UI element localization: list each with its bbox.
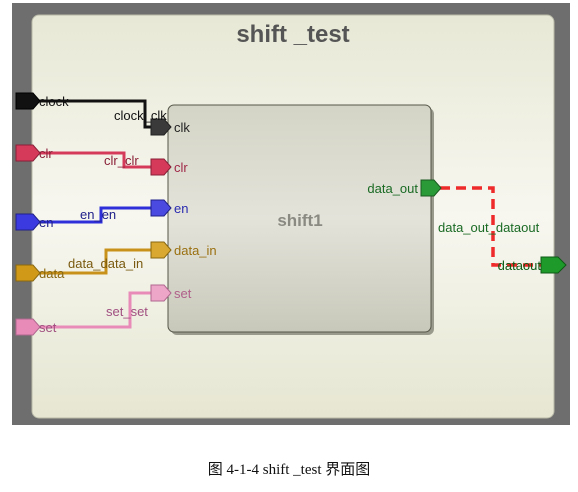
module-pin-data-out[interactable] xyxy=(420,179,442,197)
net-data-data-in-wire xyxy=(34,248,158,275)
net-en-en-wire xyxy=(34,206,158,224)
module-pin-label-en: en xyxy=(174,201,188,216)
net-clr-clr-wire xyxy=(34,151,158,169)
net-label-data-data-in: data_data_in xyxy=(68,256,143,271)
net-set-set-wire xyxy=(34,291,158,329)
module-pin-en[interactable] xyxy=(150,199,172,217)
port-set[interactable] xyxy=(15,318,41,336)
module-pin-clk[interactable] xyxy=(150,118,172,136)
port-label-clock: clock xyxy=(39,94,69,109)
module-pin-data-in[interactable] xyxy=(150,241,172,259)
port-en[interactable] xyxy=(15,213,41,231)
module-pin-label-clr: clr xyxy=(174,160,188,175)
module-pin-set[interactable] xyxy=(150,284,172,302)
port-clock[interactable] xyxy=(15,92,41,110)
module-instance-name: shift1 xyxy=(277,211,322,230)
module-pin-label-data-in: data_in xyxy=(174,243,217,258)
module-pin-label-clk: clk xyxy=(174,120,190,135)
port-label-data: data xyxy=(39,266,65,281)
net-label-data-out-dataout: data_out_dataout xyxy=(438,220,540,235)
net-label-clr-clr: clr_clr xyxy=(104,153,139,168)
net-label-en-en: en_en xyxy=(80,207,116,222)
port-data[interactable] xyxy=(15,264,41,282)
port-label-set: set xyxy=(39,320,57,335)
port-label-clr: clr xyxy=(39,146,53,161)
figure-caption: 图 4-1-4 shift _test 界面图 xyxy=(207,462,371,478)
schematic-canvas: shift _test shift1 clk clr en data_in se… xyxy=(12,3,570,425)
port-label-en: en xyxy=(39,215,53,230)
net-label-set-set: set_set xyxy=(106,304,148,319)
module-pin-clr[interactable] xyxy=(150,158,172,176)
module-block[interactable] xyxy=(167,104,432,333)
port-dataout[interactable] xyxy=(540,256,567,274)
schematic-title: shift _test xyxy=(236,21,349,48)
module-pin-label-data-out: data_out xyxy=(367,181,418,196)
net-label-clock-clk: clock_clk xyxy=(114,108,167,123)
module-pin-label-set: set xyxy=(174,286,192,301)
port-clr[interactable] xyxy=(15,144,41,162)
port-label-dataout: dataout xyxy=(498,258,542,273)
